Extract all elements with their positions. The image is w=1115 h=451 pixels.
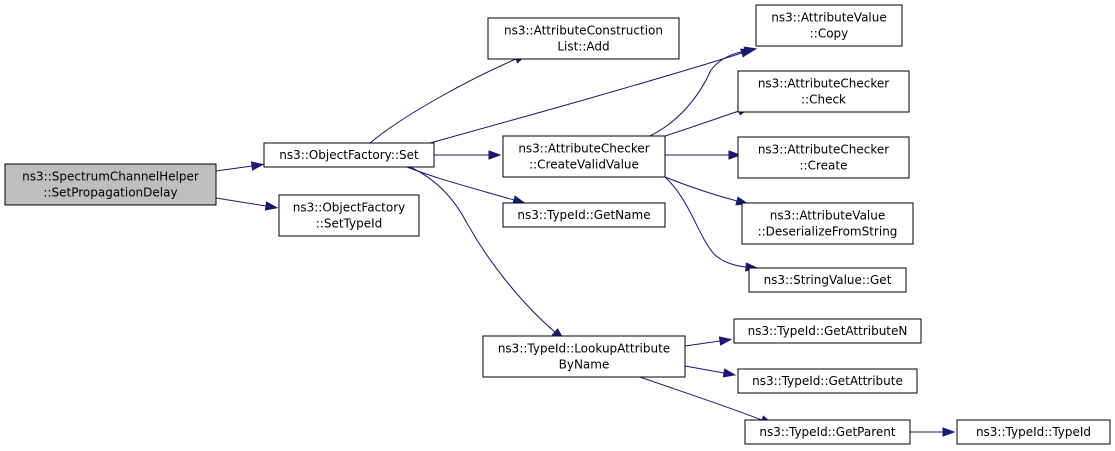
function-box [733, 318, 922, 344]
edge-line [684, 340, 721, 347]
node-label-line: ::Copy [810, 27, 849, 41]
edge-line [664, 110, 740, 137]
node-label-line: ::CreateValidValue [529, 158, 639, 172]
arrowhead-icon [264, 201, 279, 211]
node-label-line: ns3::AttributeChecker [758, 143, 889, 157]
edge-spectrum_set_prop_delay-to-objfactory_set [215, 161, 265, 172]
arrowhead-icon [488, 150, 502, 160]
node-stringvalue_get[interactable]: ns3::StringValue::Get [748, 267, 907, 293]
node-label-line: ::DeserializeFromString [758, 225, 898, 239]
edge-line [649, 50, 746, 137]
edge-spectrum_set_prop_delay-to-objfactory_settypeid [215, 197, 279, 211]
node-label-line: ns3::AttributeConstruction [504, 24, 663, 38]
node-objfactory_settypeid[interactable]: ns3::ObjectFactory::SetTypeId [278, 194, 420, 237]
edge-typeid_lookup-to-typeid_getattribute [684, 365, 737, 378]
function-box [741, 202, 914, 245]
edge-attrchecker_createvalid-to-attrchecker_create [665, 150, 742, 160]
node-typeid_getattribute[interactable]: ns3::TypeId::GetAttribute [737, 368, 918, 394]
node-label-line: ns3::AttributeChecker [518, 142, 649, 156]
function-box [263, 142, 435, 168]
node-label-line: ns3::TypeId::TypeId [976, 425, 1091, 439]
edge-line [215, 165, 253, 172]
function-box [487, 17, 680, 60]
function-box [502, 135, 666, 178]
function-box [502, 202, 666, 228]
node-label-line: List::Add [557, 40, 609, 54]
edge-line [429, 52, 743, 144]
node-label-line: ns3::TypeId::LookupAttribute [498, 342, 670, 356]
edge-line [639, 376, 763, 421]
node-label-line: ::SetPropagationDelay [43, 186, 177, 200]
function-box [755, 4, 903, 47]
edge-line [664, 176, 738, 202]
arrowhead-icon [728, 150, 742, 160]
function-box [748, 267, 907, 293]
node-label-line: ns3::TypeId::GetName [517, 208, 650, 222]
function-box [737, 368, 918, 394]
node-label-line: ns3::SpectrumChannelHelper [22, 170, 199, 184]
function-box [737, 70, 910, 113]
node-attrchecker_check[interactable]: ns3::AttributeChecker::Check [737, 70, 910, 113]
function-box [278, 194, 420, 237]
edge-typeid_lookup-to-typeid_getattributen [684, 336, 733, 347]
node-spectrum_set_prop_delay: ns3::SpectrumChannelHelper::SetPropagati… [4, 163, 217, 206]
arrowhead-icon [942, 427, 956, 437]
edge-line [406, 166, 515, 201]
node-attrchecker_create[interactable]: ns3::AttributeChecker::Create [737, 136, 910, 179]
node-label-line: ByName [559, 358, 610, 372]
current-function-box [4, 163, 217, 206]
edge-line [684, 365, 725, 374]
edge-attrchecker_createvalid-to-attrvalue_copy [649, 46, 758, 137]
edge-line [215, 197, 267, 207]
node-typeid_getname[interactable]: ns3::TypeId::GetName [502, 202, 666, 228]
edge-line [369, 58, 517, 144]
node-typeid_getparent[interactable]: ns3::TypeId::GetParent [744, 419, 911, 445]
function-box [956, 419, 1111, 445]
node-label-line: ::SetTypeId [316, 217, 383, 231]
node-label-line: ns3::ObjectFactory::Set [279, 148, 419, 162]
node-label-line: ::Create [800, 159, 848, 173]
edge-line [664, 176, 747, 268]
node-label-line: ns3::ObjectFactory [293, 201, 406, 215]
node-label-line: ns3::StringValue::Get [764, 273, 892, 287]
node-attrvalue_copy[interactable]: ns3::AttributeValue::Copy [755, 4, 903, 47]
function-box [482, 335, 686, 378]
node-objfactory_set[interactable]: ns3::ObjectFactory::Set [263, 142, 435, 168]
node-typeid_typeid[interactable]: ns3::TypeId::TypeId [956, 419, 1111, 445]
node-label-line: ns3::TypeId::GetParent [759, 425, 895, 439]
nodes-layer: ns3::SpectrumChannelHelper::SetPropagati… [4, 4, 1111, 445]
edge-line [409, 166, 556, 333]
node-label-line: ns3::AttributeChecker [758, 77, 889, 91]
node-label-line: ns3::TypeId::GetAttribute [752, 374, 903, 388]
node-label-line: ns3::AttributeValue [770, 209, 886, 223]
edge-objfactory_set-to-attrvalue_copy [429, 48, 754, 144]
node-attrvalue_deserialize[interactable]: ns3::AttributeValue::DeserializeFromStri… [741, 202, 914, 245]
arrowhead-icon [250, 161, 265, 171]
edge-objfactory_set-to-typeid_lookup [409, 166, 565, 341]
edge-typeid_getparent-to-typeid_typeid [910, 427, 956, 437]
function-box [737, 136, 910, 179]
arrowhead-icon [722, 368, 737, 378]
node-label-line: ns3::TypeId::GetAttributeN [748, 324, 908, 338]
function-box [744, 419, 911, 445]
node-label-line: ::Check [801, 93, 846, 107]
edge-objfactory_set-to-attrchecker_createvalid [434, 150, 502, 160]
edge-attrchecker_createvalid-to-attrchecker_check [664, 106, 751, 137]
arrowhead-icon [718, 336, 733, 346]
node-attrchecker_createvalid[interactable]: ns3::AttributeChecker::CreateValidValue [502, 135, 666, 178]
edge-objfactory_set-to-attrconstr_add [369, 54, 528, 144]
node-label-line: ns3::AttributeValue [771, 11, 887, 25]
node-typeid_getattributen[interactable]: ns3::TypeId::GetAttributeN [733, 318, 922, 344]
arrowhead-icon [743, 46, 758, 56]
